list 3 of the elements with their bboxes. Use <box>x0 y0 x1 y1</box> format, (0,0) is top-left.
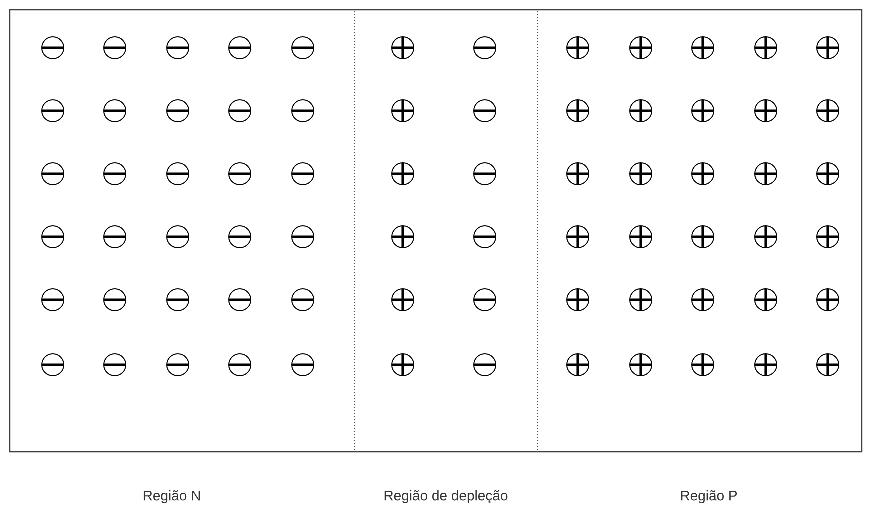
region-label: Região N <box>144 490 200 504</box>
region-label: Região de depleção <box>384 490 508 504</box>
region-label: Região P <box>681 490 738 504</box>
